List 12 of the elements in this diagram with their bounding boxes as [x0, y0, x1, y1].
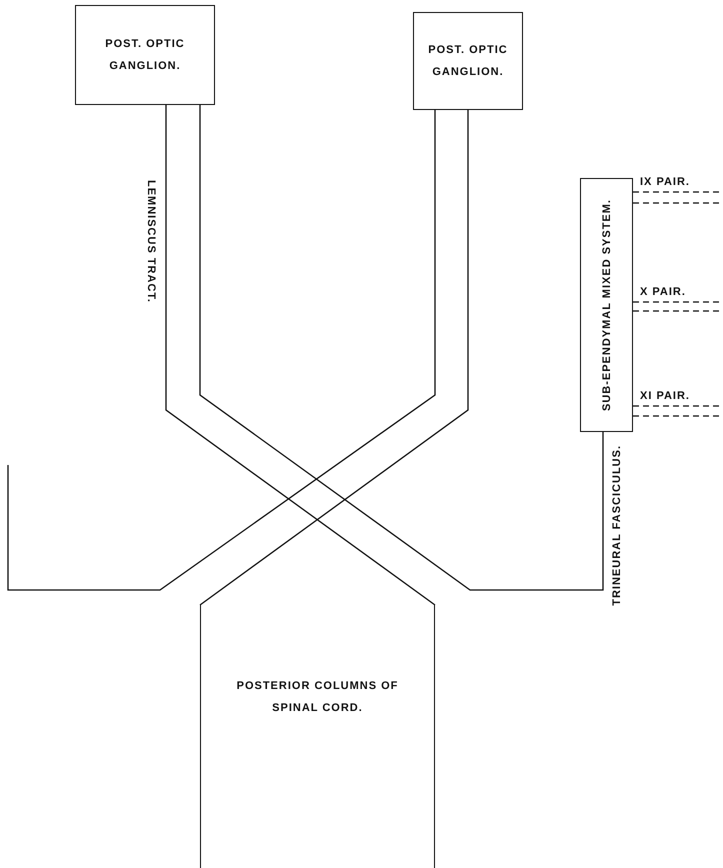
- system-box: [580, 178, 633, 432]
- ganglion-box: [413, 12, 523, 110]
- node-label: POSTERIOR COLUMNS OF SPINAL CORD.: [236, 679, 400, 716]
- node-label: SUB-EPENDYMAL MIXED SYSTEM.: [600, 199, 614, 411]
- tract-line: [7, 110, 436, 591]
- spinal-cord-columns: [200, 605, 435, 868]
- node-label: POST. OPTIC GANGLION.: [427, 43, 509, 80]
- ganglion-box: [75, 5, 215, 105]
- tract-line: [199, 105, 604, 591]
- tract-line: [165, 105, 436, 606]
- tract-line: [200, 110, 469, 606]
- node-label: POST. OPTIC GANGLION.: [104, 37, 186, 74]
